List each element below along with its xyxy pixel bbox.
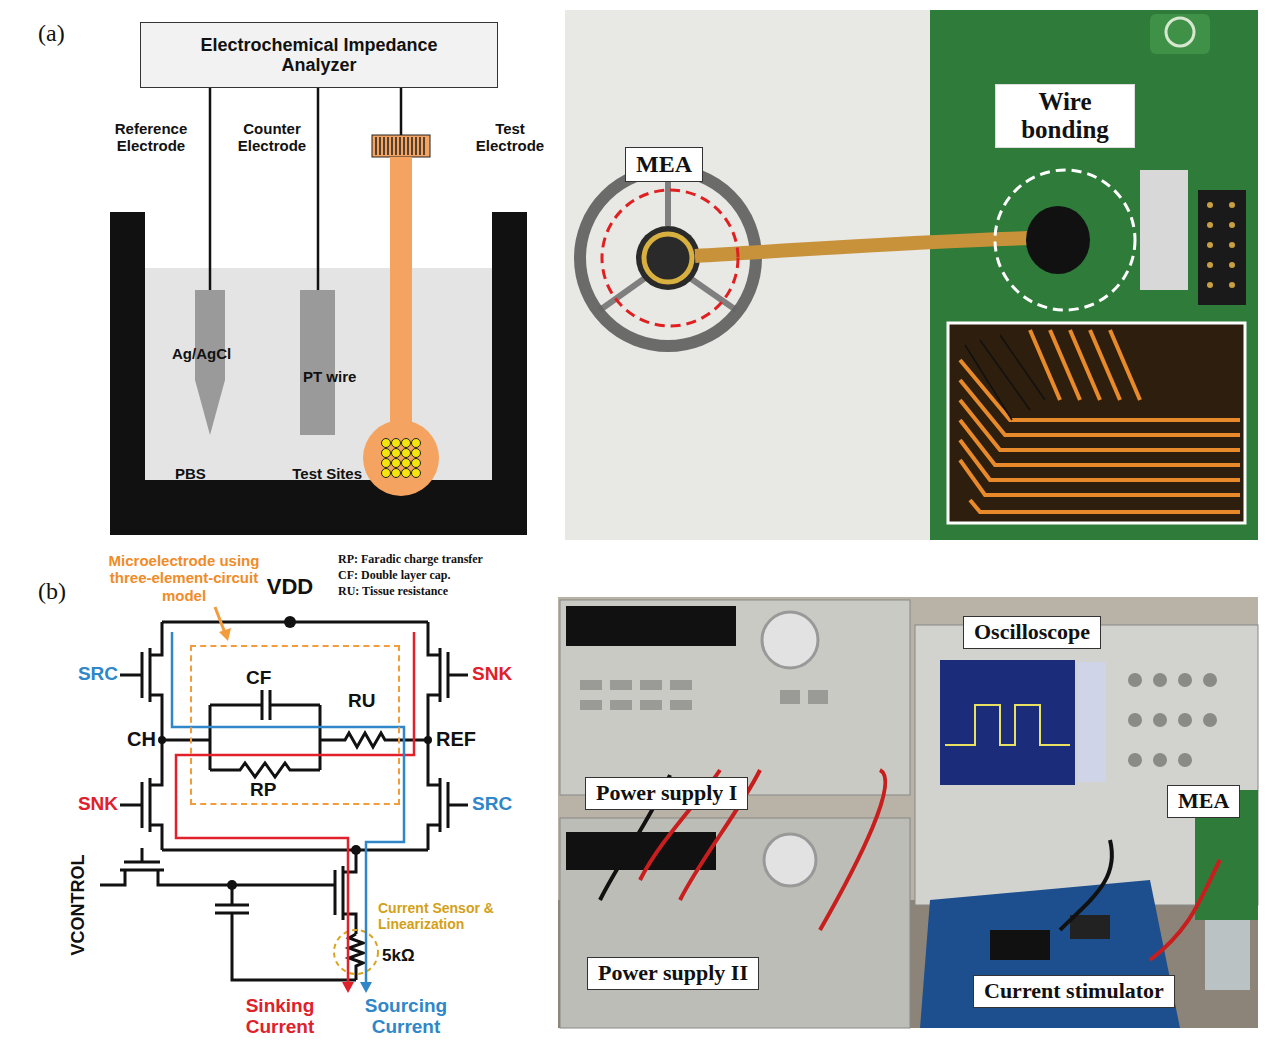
box-text: Power supply I <box>596 781 737 806</box>
photo-callout: MEA <box>1167 785 1240 818</box>
box-text: MEA <box>1178 789 1229 814</box>
switch-label: SNK <box>60 793 118 815</box>
electrode-label: Test Electrode <box>466 120 554 155</box>
model-note: CF: Double layer cap. <box>338 569 528 583</box>
boundary-heading: Microelectrode using three-element-circu… <box>98 552 270 604</box>
photo-callout: Wire bonding <box>995 84 1135 148</box>
component-label: RP <box>250 779 290 801</box>
signal-name: VCONTROL <box>68 845 92 965</box>
panel-letter: (b) <box>38 578 84 606</box>
electrode-label: Reference Electrode <box>98 120 204 155</box>
lab-photo <box>558 597 1258 1028</box>
sensor-note: Current Sensor & Linearization <box>378 900 513 932</box>
box-text: Current stimulator <box>984 979 1164 1004</box>
box-text: Electrochemical Impedance Analyzer <box>181 35 457 75</box>
electrode-material: Ag/AgCl <box>172 345 252 362</box>
stimulator-circuit <box>100 607 468 993</box>
component-label: RU <box>348 690 388 712</box>
switch-label: SRC <box>60 663 118 685</box>
instrument-box: Electrochemical Impedance Analyzer <box>140 22 498 88</box>
photo-callout: MEA <box>625 147 703 182</box>
box-text: Wire bonding <box>1006 88 1124 144</box>
mea-photo <box>565 10 1258 540</box>
model-boundary: Microelectrode using three-element-circu… <box>190 645 400 805</box>
photo-callout: Oscilloscope <box>963 616 1101 649</box>
model-note: RU: Tissue resistance <box>338 585 528 599</box>
electrochemical-setup <box>110 88 527 535</box>
pin-name: CH <box>98 728 156 751</box>
box-text: MEA <box>636 151 692 178</box>
current-label: Sinking Current <box>222 996 338 1038</box>
component-label: CF <box>246 667 286 689</box>
solution-label: PBS <box>175 465 235 482</box>
box-text: Oscilloscope <box>974 620 1090 645</box>
supply-label: VDD <box>265 574 315 599</box>
switch-label: SNK <box>472 663 530 685</box>
photo-callout: Power supply I <box>585 777 748 810</box>
box-text: Power supply II <box>598 961 748 986</box>
resistor-value: 5kΩ <box>382 946 432 966</box>
model-note: RP: Faradic charge transfer <box>338 553 528 567</box>
switch-label: SRC <box>472 793 530 815</box>
photo-callout: Power supply II <box>587 957 759 990</box>
panel-letter: (a) <box>38 20 84 48</box>
photo-callout: Current stimulator <box>973 975 1175 1008</box>
pin-name: REF <box>436 728 496 751</box>
test-sites-label: Test Sites <box>262 465 362 482</box>
electrode-material: PT wire <box>303 368 383 385</box>
current-label: Sourcing Current <box>350 996 462 1038</box>
electrode-label: Counter Electrode <box>228 120 316 155</box>
